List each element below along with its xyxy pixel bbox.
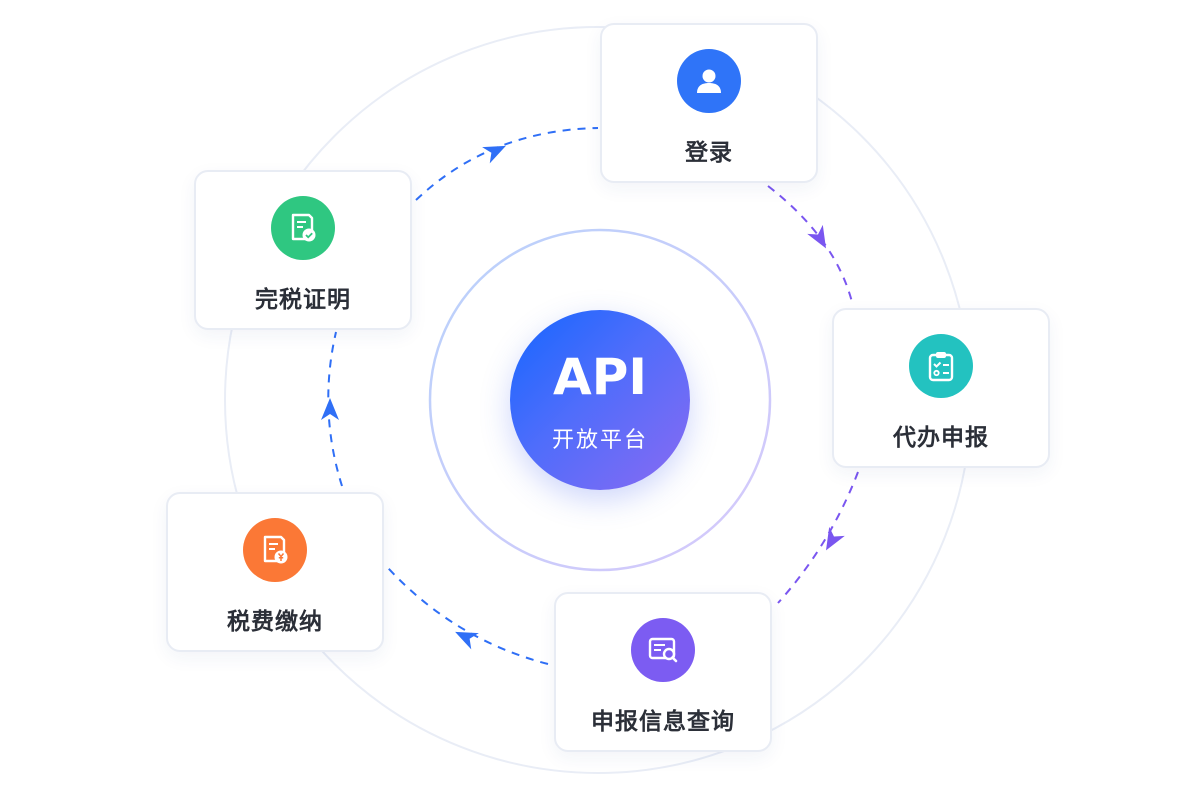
step-label-tax-payment: 税费缴纳 [227, 609, 323, 635]
flow-arrow-cert-to-login [415, 127, 599, 201]
flow-arrow-query-to-pay [387, 567, 549, 665]
step-card-tax-certificate[interactable]: 完税证明 [194, 170, 412, 330]
document-check-icon [271, 196, 335, 260]
step-card-proxy-filing[interactable]: 代办申报 [832, 308, 1050, 468]
step-card-tax-payment[interactable]: 税费缴纳 [166, 492, 384, 652]
step-card-filing-query[interactable]: 申报信息查询 [554, 592, 772, 752]
arrowhead-pay-to-cert [321, 398, 339, 420]
arrowhead-login-to-proxy [807, 224, 826, 249]
api-platform-core: API 开放平台 [510, 310, 690, 490]
arrowhead-cert-to-login [482, 145, 506, 164]
flow-arrow-proxy-to-query [777, 471, 859, 604]
arrowhead-proxy-to-query [826, 526, 845, 551]
step-label-login: 登录 [685, 140, 733, 166]
clipboard-checklist-icon [909, 334, 973, 398]
document-yen-icon [243, 518, 307, 582]
arrowhead-query-to-pay [455, 631, 479, 650]
core-title: API [553, 348, 647, 406]
user-icon [677, 49, 741, 113]
core-subtitle: 开放平台 [551, 428, 648, 453]
step-label-filing-query: 申报信息查询 [591, 709, 735, 735]
inner-ring [428, 228, 772, 572]
flow-arrow-login-to-proxy [767, 185, 853, 303]
step-card-login[interactable]: 登录 [600, 23, 818, 183]
document-search-icon [631, 618, 695, 682]
step-label-proxy-filing: 代办申报 [893, 425, 989, 451]
step-label-tax-certificate: 完税证明 [255, 287, 351, 313]
